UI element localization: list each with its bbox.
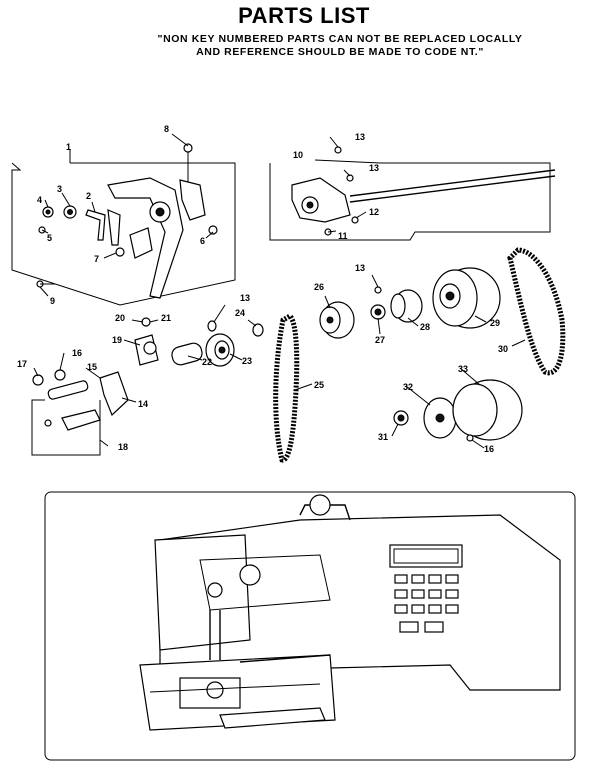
callout-30: 30 [498,344,508,354]
callout-numbers: 1 2 3 4 5 6 7 8 9 10 11 12 13 13 13 13 1… [17,124,508,454]
callout-2: 2 [86,191,91,201]
callout-27: 27 [375,335,385,345]
note-line-2: AND REFERENCE SHOULD BE MADE TO CODE NT.… [196,46,484,58]
note-line-1: "NON KEY NUMBERED PARTS CAN NOT BE REPLA… [157,33,523,45]
callout-13-b: 13 [369,163,379,173]
callout-7: 7 [94,254,99,264]
callout-4: 4 [37,195,42,205]
callout-29: 29 [490,318,500,328]
callout-16-a: 16 [72,348,82,358]
callout-6: 6 [200,236,205,246]
callout-25: 25 [314,380,324,390]
machine-illustration [44,491,576,761]
callout-3: 3 [57,184,62,194]
leader-lines [33,133,526,449]
callout-31: 31 [378,432,388,442]
callout-15: 15 [87,362,97,372]
callout-14: 14 [138,399,148,409]
assembly-group-1 [11,143,236,306]
callout-33: 33 [458,364,468,374]
callout-23: 23 [242,356,252,366]
callout-24: 24 [235,308,245,318]
callout-20: 20 [115,313,125,323]
assembly-lower-left [31,369,129,456]
callout-8: 8 [164,124,169,134]
callout-11: 11 [338,231,348,241]
callout-16-b: 16 [484,444,494,454]
pulley-parts [319,267,523,442]
callout-18: 18 [118,442,128,452]
callout-13-d: 13 [240,293,250,303]
callout-22: 22 [202,357,212,367]
callout-5: 5 [47,233,52,243]
callout-13-a: 13 [355,132,365,142]
belt-30 [507,247,566,376]
belt-25 [273,312,300,463]
callout-13-c: 13 [355,263,365,273]
assembly-mid-parts [134,317,264,367]
callout-1: 1 [66,142,71,152]
keypad [394,574,459,633]
callout-32: 32 [403,382,413,392]
callout-21: 21 [161,313,171,323]
page-title: PARTS LIST [238,3,370,28]
assembly-group-10 [269,146,556,241]
callout-12: 12 [369,207,379,217]
callout-26: 26 [314,282,324,292]
callout-17: 17 [17,359,27,369]
callout-19: 19 [112,335,122,345]
callout-9: 9 [50,296,55,306]
callout-28: 28 [420,322,430,332]
callout-10: 10 [293,150,303,160]
